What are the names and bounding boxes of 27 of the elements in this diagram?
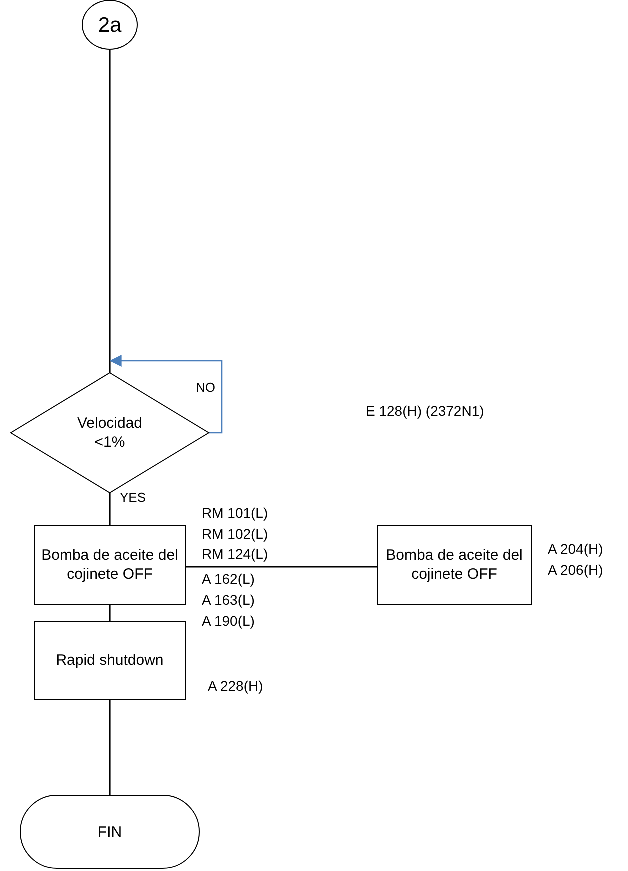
signal-code: RM 124(L) <box>202 546 268 562</box>
edge-label: YES <box>120 490 146 506</box>
signal-code: A 206(H) <box>548 562 604 578</box>
node-text: Velocidad <1% <box>76 414 144 452</box>
connector-line <box>109 605 111 621</box>
process-box <box>34 525 186 605</box>
signal-code: A 163(L) <box>202 592 255 608</box>
edge-label: NO <box>196 380 216 396</box>
signal-code: RM 101(L) <box>202 505 268 521</box>
signal-code: A 228(H) <box>208 678 264 694</box>
process-box <box>34 621 186 700</box>
node-text: FIN <box>98 822 122 842</box>
node-text: Bomba de aceite del cojinete OFF <box>40 546 180 584</box>
signal-code: A 162(L) <box>202 571 255 587</box>
connector-line <box>109 700 111 795</box>
signal-code: A 204(H) <box>548 541 604 557</box>
connector-line <box>109 50 111 373</box>
signal-code: A 190(L) <box>202 613 255 629</box>
signal-code: E 128(H) (2372N1) <box>366 403 484 419</box>
connector-line <box>109 493 111 525</box>
signal-code: RM 102(L) <box>202 526 268 542</box>
node-text: 2a <box>98 16 122 34</box>
connector-line <box>186 566 377 568</box>
process-box <box>377 525 532 605</box>
node-text: Bomba de aceite del cojinete OFF <box>385 546 524 584</box>
node-text: Rapid shutdown <box>56 651 164 670</box>
arrow <box>110 355 223 434</box>
